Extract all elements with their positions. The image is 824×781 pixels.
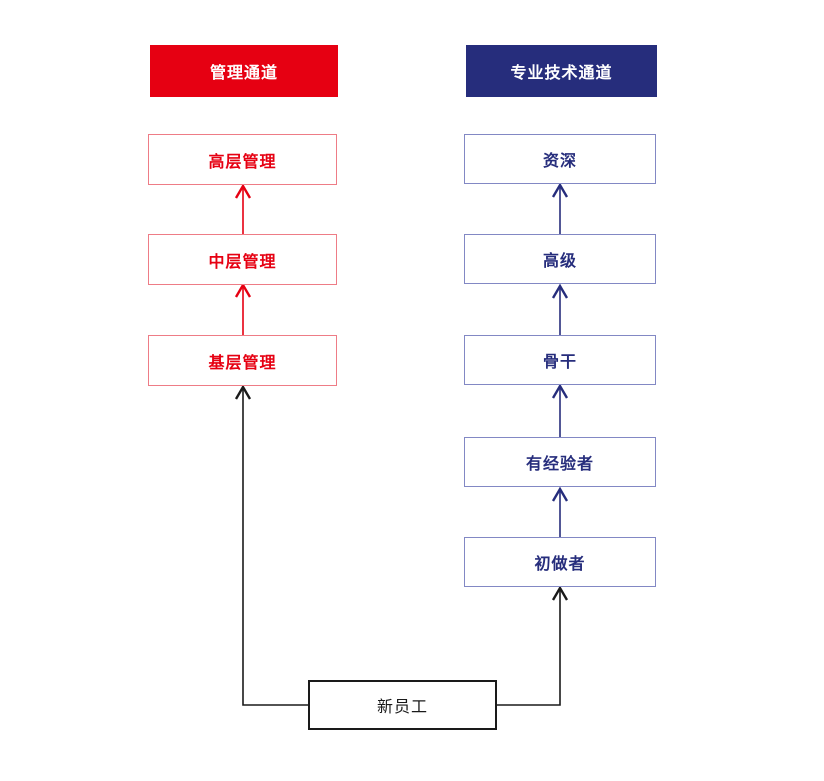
arrowhead-up-icon [551,182,569,198]
management-level-base: 基层管理 [148,335,337,386]
arrowhead-up-icon [551,585,569,601]
arrowhead-up-icon [551,383,569,399]
arrowhead-up-icon [234,384,252,400]
technical-level-advanced: 高级 [464,234,656,284]
arrowhead-up-icon [551,486,569,502]
connector-entry-to-tech [497,590,561,706]
technical-level-experienced: 有经验者 [464,437,656,487]
management-level-top: 高层管理 [148,134,337,185]
technical-level-backbone: 骨干 [464,335,656,385]
technical-channel-header: 专业技术通道 [466,45,657,97]
new-employee-box: 新员工 [308,680,497,730]
management-level-middle: 中层管理 [148,234,337,285]
technical-level-beginner: 初做者 [464,537,656,587]
technical-level-senior: 资深 [464,134,656,184]
arrowhead-up-icon [234,282,252,298]
management-channel-header: 管理通道 [150,45,338,97]
connector-entry-to-mgmt [242,389,308,706]
arrowhead-up-icon [234,183,252,199]
arrowhead-up-icon [551,283,569,299]
